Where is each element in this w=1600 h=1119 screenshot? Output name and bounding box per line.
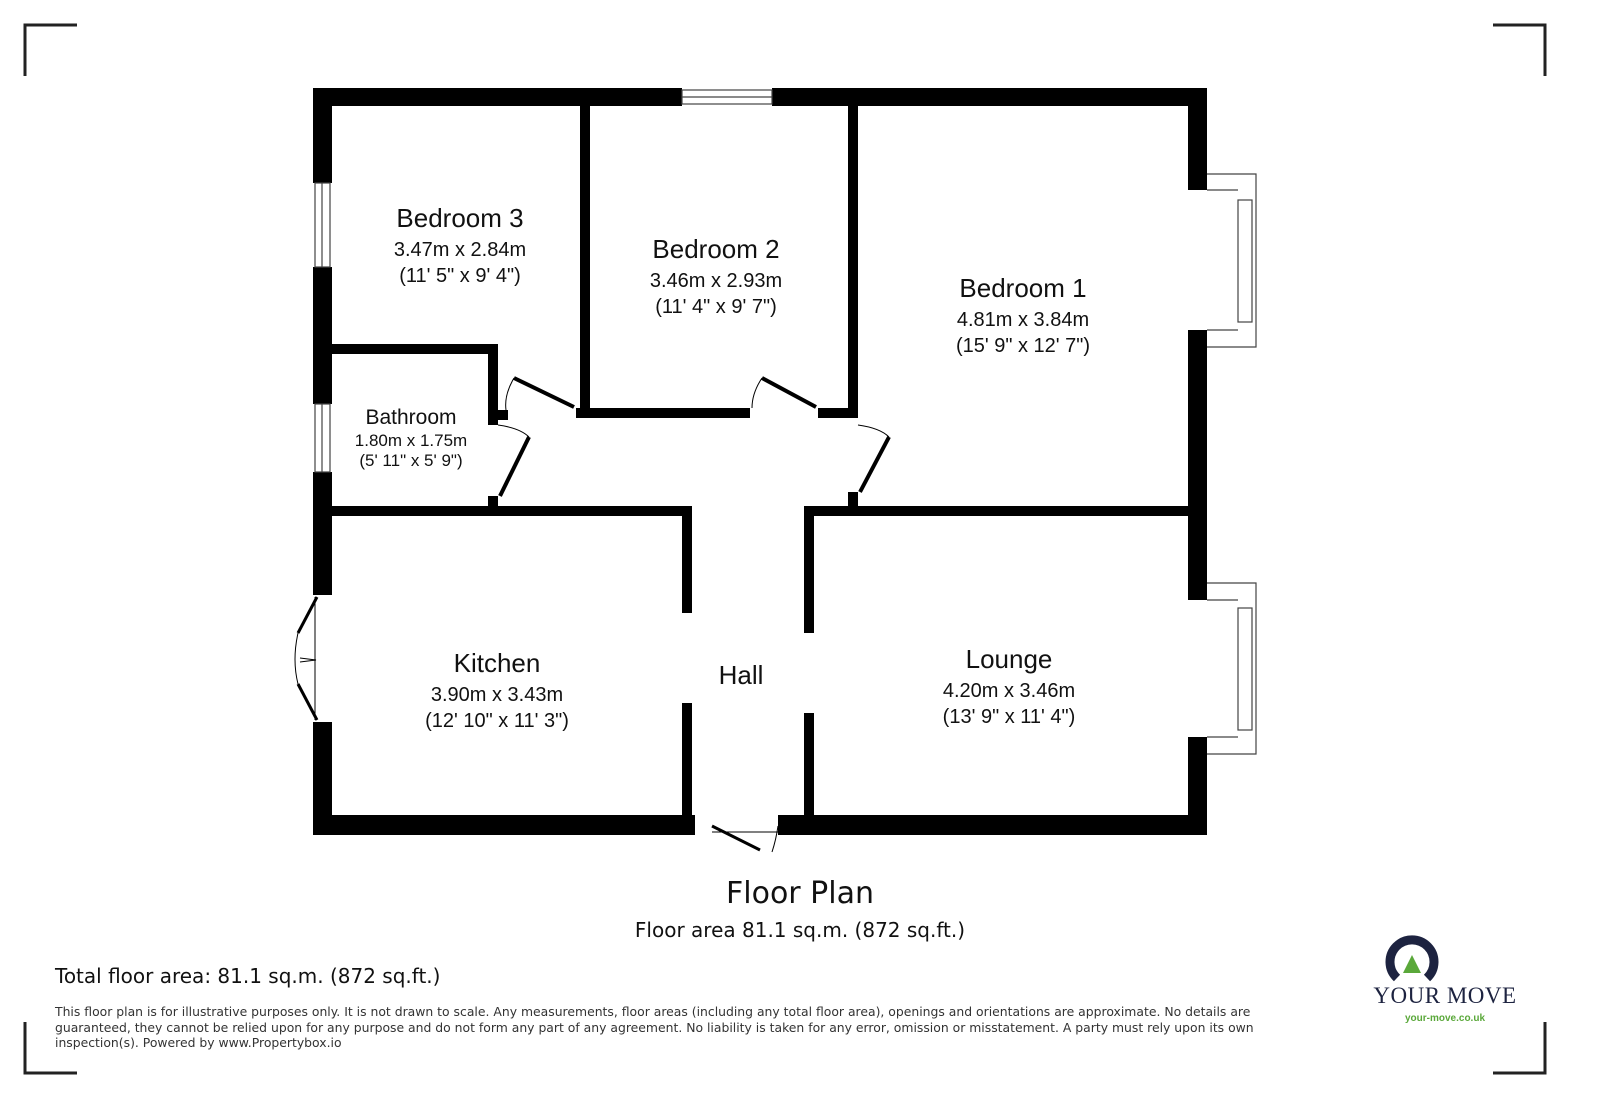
svg-text:Kitchen: Kitchen <box>454 648 541 678</box>
plan-title: Floor Plan <box>726 876 874 911</box>
corner-marks <box>23 23 1547 1075</box>
total-floor-area: Total floor area: 81.1 sq.m. (872 sq.ft.… <box>55 964 441 988</box>
svg-text:3.90m x 3.43m: 3.90m x 3.43m <box>431 684 563 706</box>
room-bathroom: Bathroom 1.80m x 1.75m (5' 11" x 5' 9") <box>355 406 467 470</box>
brand-url: your-move.co.uk <box>1404 1013 1486 1024</box>
disclaimer: This floor plan is for illustrative purp… <box>55 1004 1254 1050</box>
svg-text:Hall: Hall <box>719 660 764 690</box>
svg-text:Bedroom 3: Bedroom 3 <box>396 203 523 233</box>
svg-text:Bedroom 2: Bedroom 2 <box>652 234 779 264</box>
room-lounge: Lounge 4.20m x 3.46m (13' 9" x 11' 4") <box>943 644 1076 728</box>
walls <box>313 88 1207 835</box>
brand-name: YOUR MOVE <box>1373 983 1517 1008</box>
doors <box>294 376 891 853</box>
svg-text:3.47m x 2.84m: 3.47m x 2.84m <box>394 239 526 261</box>
svg-text:4.20m x 3.46m: 4.20m x 3.46m <box>943 680 1075 702</box>
svg-text:(11' 5" x 9' 4"): (11' 5" x 9' 4") <box>399 265 521 287</box>
room-bedroom-2: Bedroom 2 3.46m x 2.93m (11' 4" x 9' 7") <box>650 234 782 318</box>
room-bedroom-3: Bedroom 3 3.47m x 2.84m (11' 5" x 9' 4") <box>394 203 526 287</box>
svg-text:(11' 4" x 9' 7"): (11' 4" x 9' 7") <box>655 296 777 318</box>
svg-text:(13' 9" x 11' 4"): (13' 9" x 11' 4") <box>943 706 1076 728</box>
svg-text:Lounge: Lounge <box>966 644 1053 674</box>
svg-text:(12' 10" x 11' 3"): (12' 10" x 11' 3") <box>425 710 569 732</box>
room-kitchen: Kitchen 3.90m x 3.43m (12' 10" x 11' 3") <box>425 648 569 732</box>
room-bedroom-1: Bedroom 1 4.81m x 3.84m (15' 9" x 12' 7"… <box>956 273 1090 357</box>
svg-text:1.80m x 1.75m: 1.80m x 1.75m <box>355 431 467 450</box>
svg-text:(5' 11" x 5' 9"): (5' 11" x 5' 9") <box>359 451 462 470</box>
svg-text:(15' 9" x 12' 7"): (15' 9" x 12' 7") <box>956 335 1090 357</box>
windows <box>314 89 1257 755</box>
svg-text:3.46m x 2.93m: 3.46m x 2.93m <box>650 270 782 292</box>
plan-floor-area: Floor area 81.1 sq.m. (872 sq.ft.) <box>634 918 966 942</box>
room-hall: Hall <box>719 660 764 690</box>
svg-text:4.81m x 3.84m: 4.81m x 3.84m <box>957 309 1089 331</box>
svg-text:Bathroom: Bathroom <box>365 406 456 429</box>
your-move-logo-icon <box>1385 935 1439 982</box>
svg-text:Bedroom 1: Bedroom 1 <box>959 273 1086 303</box>
